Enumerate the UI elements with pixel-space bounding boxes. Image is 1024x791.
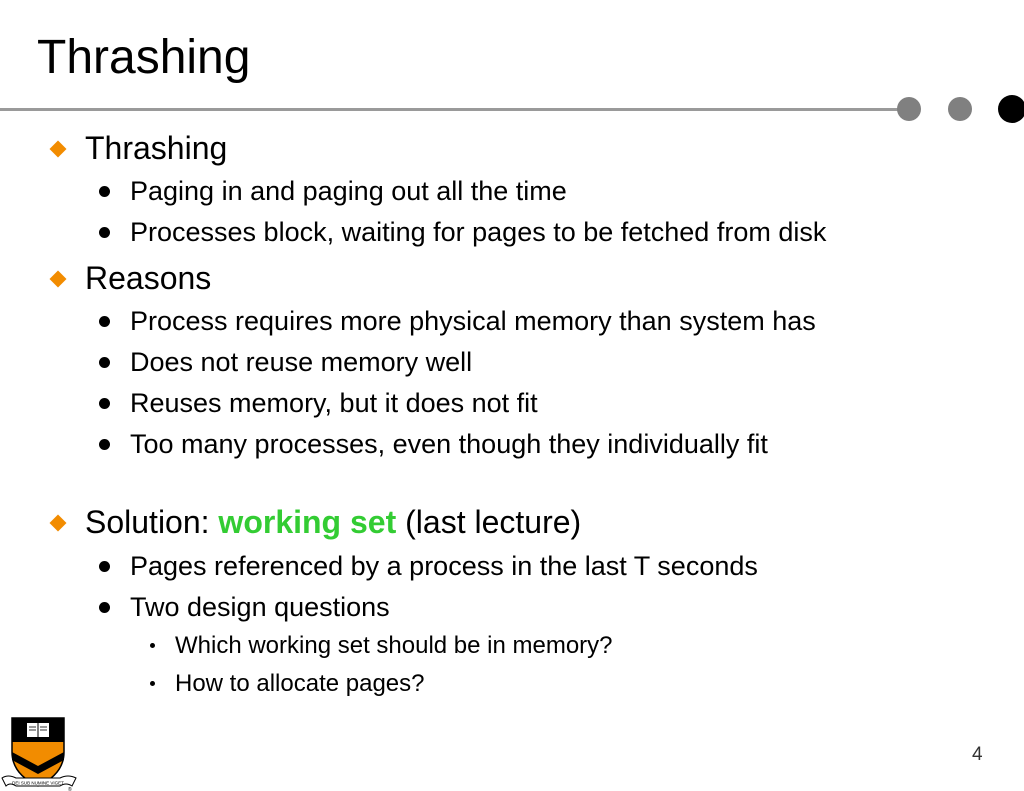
- disc-bullet-icon: [99, 186, 110, 197]
- page-number: 4: [972, 744, 983, 765]
- decor-dot-3: [998, 95, 1024, 123]
- section-heading: Reasons: [85, 260, 212, 296]
- list-item: Too many processes, even though they ind…: [130, 429, 768, 459]
- decor-dot-1: [897, 97, 921, 121]
- title-rule: [0, 108, 900, 111]
- disc-bullet-icon: [99, 439, 110, 450]
- list-item: Two design questions: [130, 592, 390, 622]
- list-item: Does not reuse memory well: [130, 347, 473, 377]
- disc-bullet-icon: [99, 561, 110, 572]
- svg-text:®: ®: [68, 786, 72, 791]
- princeton-shield-logo: DEI SUB NUMINE VIGET ®: [1, 717, 77, 791]
- heading-suffix: (last lecture): [396, 504, 582, 540]
- list-item: Pages referenced by a process in the las…: [130, 551, 758, 581]
- list-item: Reuses memory, but it does not fit: [130, 388, 538, 418]
- disc-bullet-icon: [99, 357, 110, 368]
- heading-prefix: Solution:: [85, 504, 219, 540]
- diamond-bullet-icon: [49, 140, 67, 158]
- list-item: Paging in and paging out all the time: [130, 176, 567, 206]
- disc-bullet-icon: [99, 602, 110, 613]
- disc-bullet-icon: [99, 316, 110, 327]
- list-item: Processes block, waiting for pages to be…: [130, 217, 827, 247]
- sub-list-item: How to allocate pages?: [175, 670, 425, 697]
- decor-dot-2: [948, 97, 972, 121]
- svg-text:DEI SUB NUMINE VIGET: DEI SUB NUMINE VIGET: [12, 781, 64, 786]
- disc-bullet-icon: [99, 227, 110, 238]
- sub-list-item: Which working set should be in memory?: [175, 632, 613, 659]
- small-bullet-icon: [150, 643, 155, 648]
- diamond-bullet-icon: [49, 514, 67, 532]
- small-bullet-icon: [150, 681, 155, 686]
- diamond-bullet-icon: [49, 270, 67, 288]
- section-heading: Solution: working set (last lecture): [85, 502, 581, 542]
- heading-highlight: working set: [218, 504, 397, 540]
- section-heading: Thrashing: [85, 130, 228, 166]
- list-item: Process requires more physical memory th…: [130, 306, 816, 336]
- slide-title: Thrashing: [37, 31, 251, 84]
- disc-bullet-icon: [99, 398, 110, 409]
